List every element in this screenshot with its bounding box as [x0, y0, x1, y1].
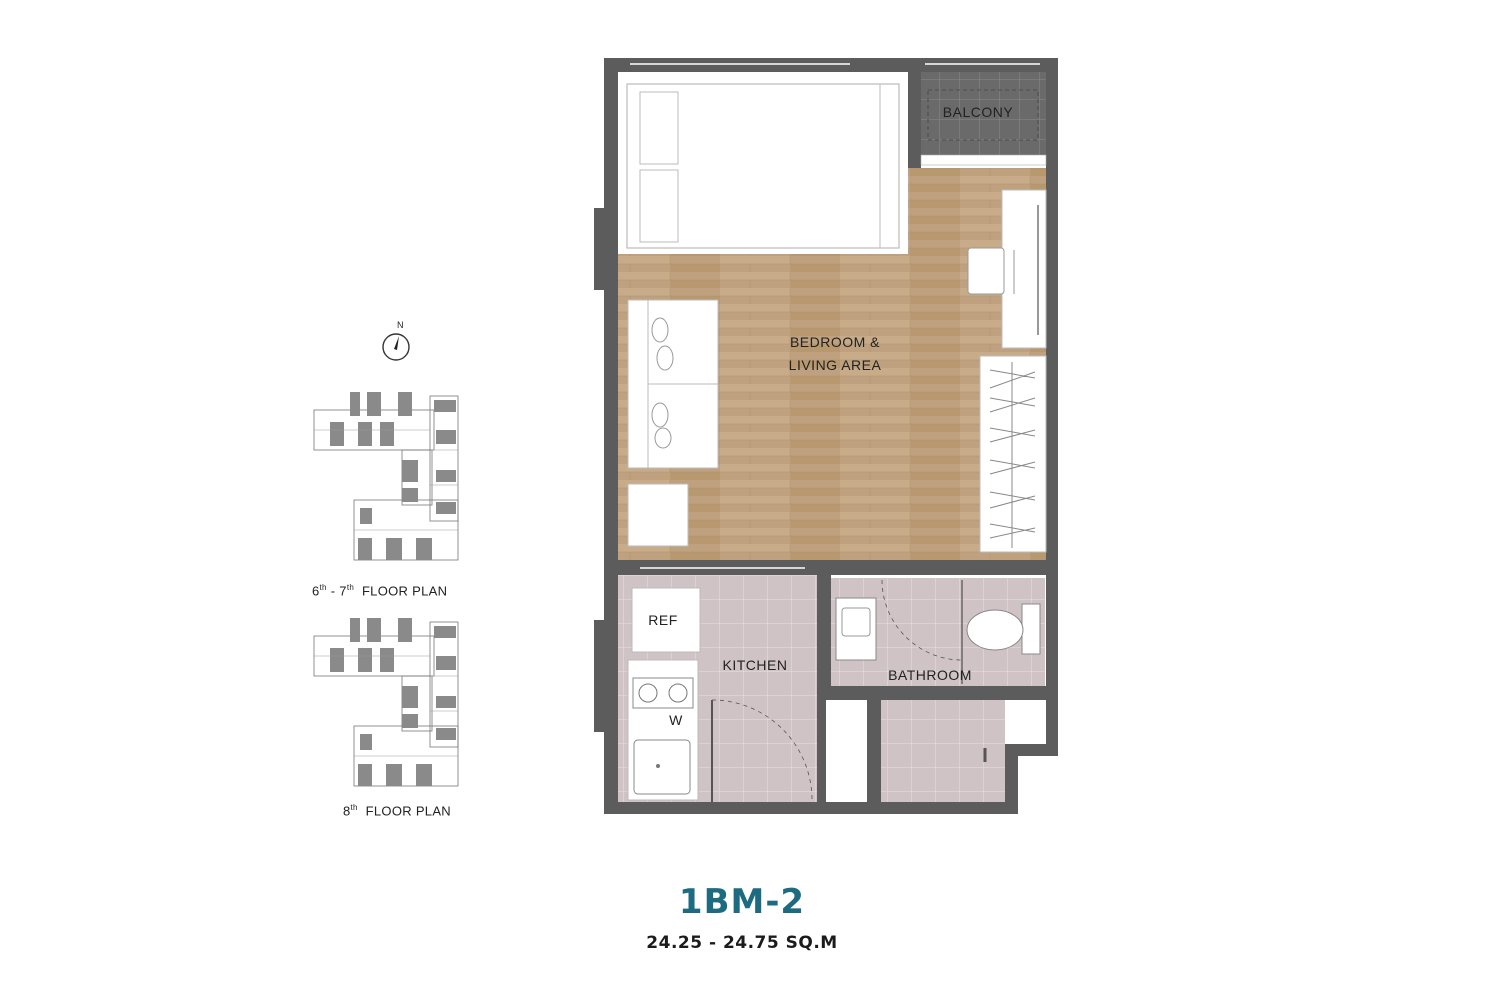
- desk-chair: [967, 247, 1005, 295]
- floor-suffix-b: th: [346, 583, 355, 592]
- washer-label: W: [669, 712, 683, 728]
- column-left-2: [594, 620, 618, 732]
- side-table: [627, 483, 689, 547]
- bedroom-label-line2: LIVING AREA: [788, 357, 882, 373]
- kitchen-sink: [633, 739, 691, 795]
- key-plan-8: [313, 618, 459, 787]
- unit-area: 24.25 - 24.75 SQ.M: [646, 933, 838, 953]
- wall-right: [1046, 58, 1058, 744]
- key-plan-6-7-caption: 6th - 7th FLOOR PLAN: [312, 583, 447, 598]
- wardrobe: [979, 355, 1047, 553]
- unit-code: 1BM-2: [678, 882, 806, 922]
- wall-notch: [1005, 744, 1058, 756]
- pillow-bottom: [639, 169, 679, 243]
- north-label: N: [397, 320, 404, 330]
- kitchen-label: KITCHEN: [722, 657, 788, 673]
- bedroom-label-line1: BEDROOM &: [789, 334, 881, 350]
- floor-separator: -: [330, 583, 336, 599]
- floor-plan-caption: FLOOR PLAN: [365, 803, 451, 819]
- column-left-1: [594, 208, 618, 290]
- wall-notch-side: [1005, 744, 1018, 814]
- bathroom-label: BATHROOM: [888, 667, 972, 683]
- key-plan-6-7: [313, 392, 459, 561]
- wall-top: [604, 58, 1058, 72]
- wall-balcony: [908, 58, 921, 168]
- compass-icon: [382, 333, 410, 361]
- key-plan-8-caption: 8th FLOOR PLAN: [343, 803, 451, 818]
- ref-label: REF: [648, 612, 678, 628]
- refrigerator: [631, 587, 701, 653]
- wall-shower-left: [867, 686, 881, 814]
- balcony-label: BALCONY: [942, 104, 1014, 120]
- floor-ordinal-a: 6: [312, 583, 320, 599]
- wall-bath-bottom: [831, 686, 1058, 700]
- floor-ordinal: 8: [343, 803, 351, 819]
- floor-suffix: th: [350, 803, 358, 812]
- pillow-top: [639, 91, 679, 165]
- desk: [1001, 189, 1047, 349]
- floor-suffix-a: th: [319, 583, 327, 592]
- toilet: [966, 609, 1024, 651]
- toilet-tank: [1021, 603, 1041, 655]
- balcony-floor: [921, 72, 1046, 165]
- wall-bottom: [604, 802, 1018, 814]
- floor-plan-caption: FLOOR PLAN: [361, 583, 448, 599]
- floor-ordinal-b: 7: [339, 583, 347, 599]
- hob: [632, 677, 694, 709]
